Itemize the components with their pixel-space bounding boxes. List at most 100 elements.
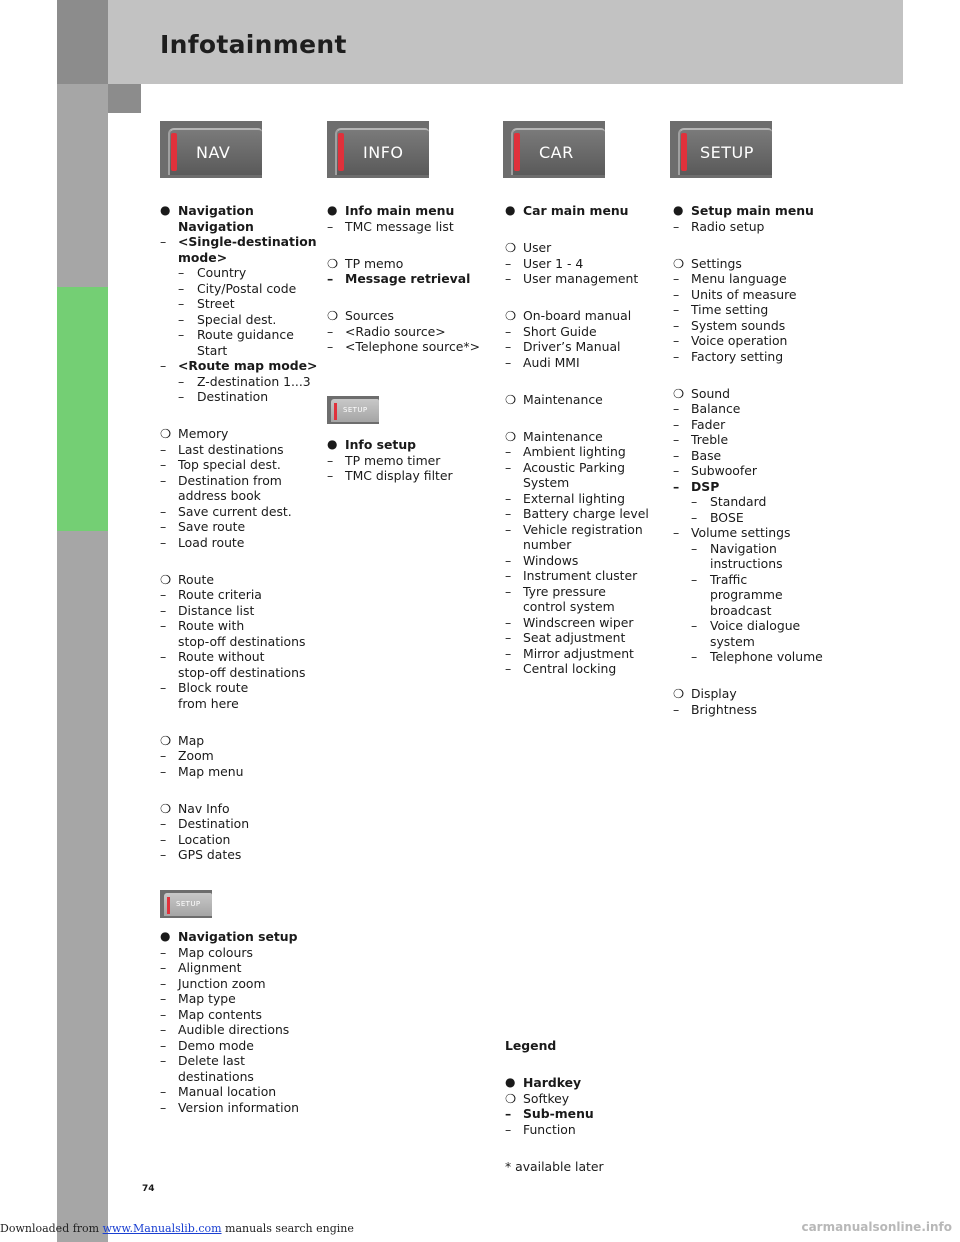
nav-setup-softkey-icon: SETUP (160, 890, 212, 918)
item-marker: – (673, 478, 680, 494)
item-label: TMC display filter (345, 468, 453, 483)
list-gap (160, 550, 320, 572)
item-marker: – (160, 680, 167, 695)
softkey-bullet-icon: ❍ (505, 240, 517, 255)
list-item: –Demo mode (160, 1038, 320, 1054)
manualslib-link[interactable]: www.Manualslib.com (102, 1222, 222, 1235)
item-marker: – (505, 459, 512, 475)
list-gap (505, 219, 665, 241)
list-item: Navigation (160, 219, 320, 235)
item-label: Map menu (178, 763, 244, 779)
list-item: –Voice dialogue (673, 618, 843, 634)
list-item: stop-off destinations (160, 665, 320, 681)
hardkey-bullet-icon: ● (673, 203, 684, 217)
list-item: –Brightness (673, 702, 843, 718)
item-label: <Radio source> (345, 323, 446, 339)
item-label: Sub-menu (523, 1106, 594, 1121)
item-label: Battery charge level (523, 506, 649, 521)
item-label: Map colours (178, 944, 253, 960)
item-label: Special dest. (197, 311, 277, 327)
item-marker: – (691, 509, 698, 525)
item-marker: – (160, 975, 167, 991)
item-marker: – (160, 991, 167, 1006)
softkey-bullet-icon: ❍ (160, 571, 172, 587)
item-label: BOSE (710, 509, 744, 525)
list-item: programme (673, 587, 843, 603)
item-marker: – (673, 218, 680, 234)
softkey-bullet-icon: ❍ (327, 255, 339, 271)
item-label: <Route map mode> (178, 358, 318, 373)
item-label: Distance list (178, 602, 255, 618)
list-item: * available later (505, 1159, 665, 1175)
item-label: Top special dest. (178, 457, 281, 472)
hardkey-label: CAR (539, 143, 574, 162)
item-label: Map (178, 732, 205, 748)
list-item: –Instrument cluster (505, 568, 665, 584)
item-marker: – (691, 494, 698, 509)
list-item: –Standard (673, 494, 843, 510)
item-label: Save route (178, 519, 246, 534)
softkey-bullet-icon: ❍ (505, 1090, 517, 1106)
list-item: –Fader (673, 417, 843, 433)
list-item: ❍ Map (160, 733, 320, 749)
item-label: stop-off destinations (178, 664, 306, 680)
item-marker: – (505, 568, 512, 583)
car-menu-column: ●Car main menu❍User–User 1 - 4–User mana… (505, 203, 665, 677)
list-item: –TMC message list (327, 219, 492, 235)
list-item: –Seat adjustment (505, 630, 665, 646)
list-item: –Map type (160, 991, 320, 1007)
list-item: –Map menu (160, 764, 320, 780)
list-gap (505, 370, 665, 392)
item-label: from here (178, 695, 239, 711)
item-marker: – (673, 432, 680, 447)
item-label: * available later (505, 1158, 604, 1174)
item-label: Audi MMI (523, 354, 580, 370)
item-marker: – (178, 389, 185, 404)
item-label: Voice dialogue (710, 618, 801, 633)
sidebar-top-block (57, 0, 108, 84)
item-marker: – (673, 701, 680, 717)
hardkey-label: NAV (196, 143, 231, 162)
list-item: –Windows (505, 553, 665, 569)
item-label: Destination from (178, 472, 282, 488)
item-marker: – (505, 521, 512, 537)
item-marker: – (673, 463, 680, 478)
item-label: External lighting (523, 490, 625, 506)
watermark: carmanualsonline.info (801, 1220, 952, 1234)
item-marker: – (691, 571, 698, 587)
item-marker: – (505, 661, 512, 676)
list-item: –User management (505, 271, 665, 287)
list-item: –Delete last (160, 1053, 320, 1069)
softkey-bullet-icon: ❍ (505, 391, 517, 407)
list-item: –Destination (160, 389, 320, 405)
item-label: Info setup (345, 437, 417, 452)
list-item: –Voice operation (673, 333, 843, 349)
list-gap (160, 711, 320, 733)
item-label: Car main menu (523, 203, 629, 218)
item-marker: – (160, 472, 167, 488)
download-footer: Downloaded from www.Manualslib.com manua… (0, 1222, 354, 1235)
list-item: –Short Guide (505, 324, 665, 340)
list-item: –Junction zoom (160, 976, 320, 992)
softkey-bullet-icon: ❍ (160, 732, 172, 748)
list-item: –BOSE (673, 510, 843, 526)
item-marker: – (160, 944, 167, 960)
list-item: –City/Postal code (160, 281, 320, 297)
item-marker: – (505, 1121, 512, 1137)
item-label: Vehicle registration (523, 521, 643, 537)
item-label: Z-destination 1...3 (197, 373, 311, 389)
list-item: System (505, 475, 665, 491)
item-marker: – (160, 503, 167, 519)
list-item: –Route criteria (160, 587, 320, 603)
item-label: Junction zoom (178, 975, 266, 991)
list-item: stop-off destinations (160, 634, 320, 650)
item-label: Central locking (523, 661, 617, 676)
list-item: –Time setting (673, 302, 843, 318)
item-label: number (523, 537, 572, 552)
item-label: User (523, 240, 552, 255)
item-label: Map contents (178, 1006, 262, 1022)
item-label: Manual location (178, 1084, 277, 1099)
item-marker: – (673, 447, 680, 463)
item-marker: – (505, 614, 512, 630)
item-label: Route without (178, 649, 265, 664)
